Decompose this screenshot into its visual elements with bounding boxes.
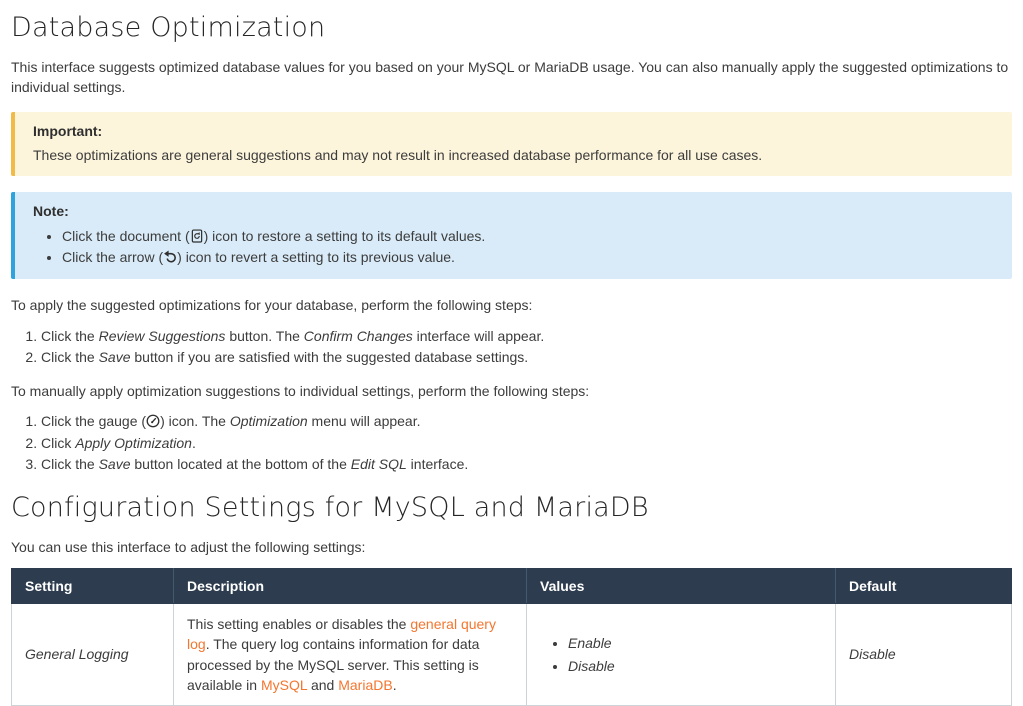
step-text: button. The bbox=[225, 327, 304, 344]
edit-sql-ref: Edit SQL bbox=[350, 456, 407, 472]
column-header-description: Description bbox=[173, 567, 527, 605]
note-item-text: ) icon to restore a setting to its defau… bbox=[203, 227, 486, 244]
save-ref: Save bbox=[98, 348, 131, 365]
note-item-text: ) icon to revert a setting to its previo… bbox=[177, 248, 455, 265]
step-text: menu will appear. bbox=[307, 413, 421, 430]
review-suggestions-ref: Review Suggestions bbox=[98, 327, 226, 344]
step-text: Click the gauge ( bbox=[41, 413, 147, 430]
column-header-default: Default bbox=[835, 567, 1012, 605]
step-text: Click bbox=[41, 434, 76, 451]
undo-arrow-icon bbox=[163, 250, 177, 264]
apply-step: Click the Save button if you are satisfi… bbox=[41, 347, 1012, 367]
mysql-link[interactable]: MySQL bbox=[260, 676, 308, 693]
setting-description-cell: This setting enables or disables the gen… bbox=[173, 603, 527, 706]
step-text: button located at the bottom of the bbox=[130, 456, 351, 472]
step-text: ) icon. The bbox=[160, 413, 230, 430]
step-text: Click the bbox=[41, 348, 99, 365]
value-item: Enable bbox=[568, 633, 822, 653]
step-text: Click the bbox=[41, 456, 99, 472]
manual-steps-list: Click the gauge ( ) icon. The Optimizatio… bbox=[11, 411, 1012, 474]
config-section-title: Configuration Settings for MySQL and Mar… bbox=[11, 492, 649, 524]
settings-table: Setting Description Values Default Gener… bbox=[11, 567, 1012, 706]
page-intro: This interface suggests optimized databa… bbox=[11, 59, 1009, 96]
step-text: interface. bbox=[406, 456, 469, 472]
apply-step: Click the Review Suggestions button. The… bbox=[41, 326, 1012, 346]
restore-document-icon bbox=[190, 229, 204, 243]
config-section-intro: You can use this interface to adjust the… bbox=[11, 539, 366, 556]
description-text: This setting enables or disables the bbox=[187, 616, 411, 633]
column-header-values: Values bbox=[526, 567, 836, 605]
value-item: Disable bbox=[568, 656, 822, 676]
note-item-revert: Click the arrow ( ) icon to revert a sett… bbox=[62, 247, 996, 267]
confirm-changes-ref: Confirm Changes bbox=[303, 327, 413, 344]
page-title: Database Optimization bbox=[11, 12, 326, 43]
note-item-text: Click the document ( bbox=[62, 227, 190, 244]
note-item-text: Click the arrow ( bbox=[62, 248, 164, 265]
values-list: Enable Disable bbox=[540, 633, 822, 676]
apply-optimization-ref: Apply Optimization bbox=[75, 434, 192, 451]
setting-default-cell: Disable bbox=[835, 603, 1012, 706]
apply-steps-intro: To apply the suggested optimizations for… bbox=[11, 297, 533, 314]
note-list: Click the document ( ) icon to restore a … bbox=[33, 226, 996, 268]
manual-steps-intro: To manually apply optimization suggestio… bbox=[11, 383, 590, 400]
setting-name-cell: General Logging bbox=[11, 603, 174, 706]
table-row: General Logging This setting enables or … bbox=[11, 603, 1012, 706]
optimization-menu-ref: Optimization bbox=[229, 413, 308, 430]
manual-step: Click the gauge ( ) icon. The Optimizatio… bbox=[41, 411, 1012, 431]
important-label: Important: bbox=[33, 122, 103, 139]
column-header-setting: Setting bbox=[11, 567, 174, 605]
gauge-icon bbox=[146, 414, 160, 428]
note-callout: Note: Click the document ( ) icon to rest… bbox=[11, 192, 1012, 280]
step-text: interface will appear. bbox=[412, 327, 545, 344]
important-callout: Important: These optimizations are gener… bbox=[11, 111, 1012, 177]
table-header-row: Setting Description Values Default bbox=[11, 567, 1012, 605]
manual-step: Click the Save button located at the bot… bbox=[41, 454, 1012, 474]
setting-values-cell: Enable Disable bbox=[526, 603, 836, 706]
step-text: button if you are satisfied with the sug… bbox=[130, 348, 529, 365]
note-item-restore: Click the document ( ) icon to restore a … bbox=[62, 226, 996, 246]
save-ref: Save bbox=[98, 456, 131, 472]
apply-steps-list: Click the Review Suggestions button. The… bbox=[11, 326, 1012, 368]
description-text: and bbox=[307, 676, 339, 693]
important-text: These optimizations are general suggesti… bbox=[33, 147, 763, 164]
mariadb-link[interactable]: MariaDB bbox=[338, 676, 393, 693]
step-text: . bbox=[191, 434, 196, 451]
description-text: . bbox=[392, 676, 397, 693]
manual-step: Click Apply Optimization. bbox=[41, 433, 1012, 453]
note-label: Note: bbox=[33, 203, 69, 220]
step-text: Click the bbox=[41, 327, 99, 344]
